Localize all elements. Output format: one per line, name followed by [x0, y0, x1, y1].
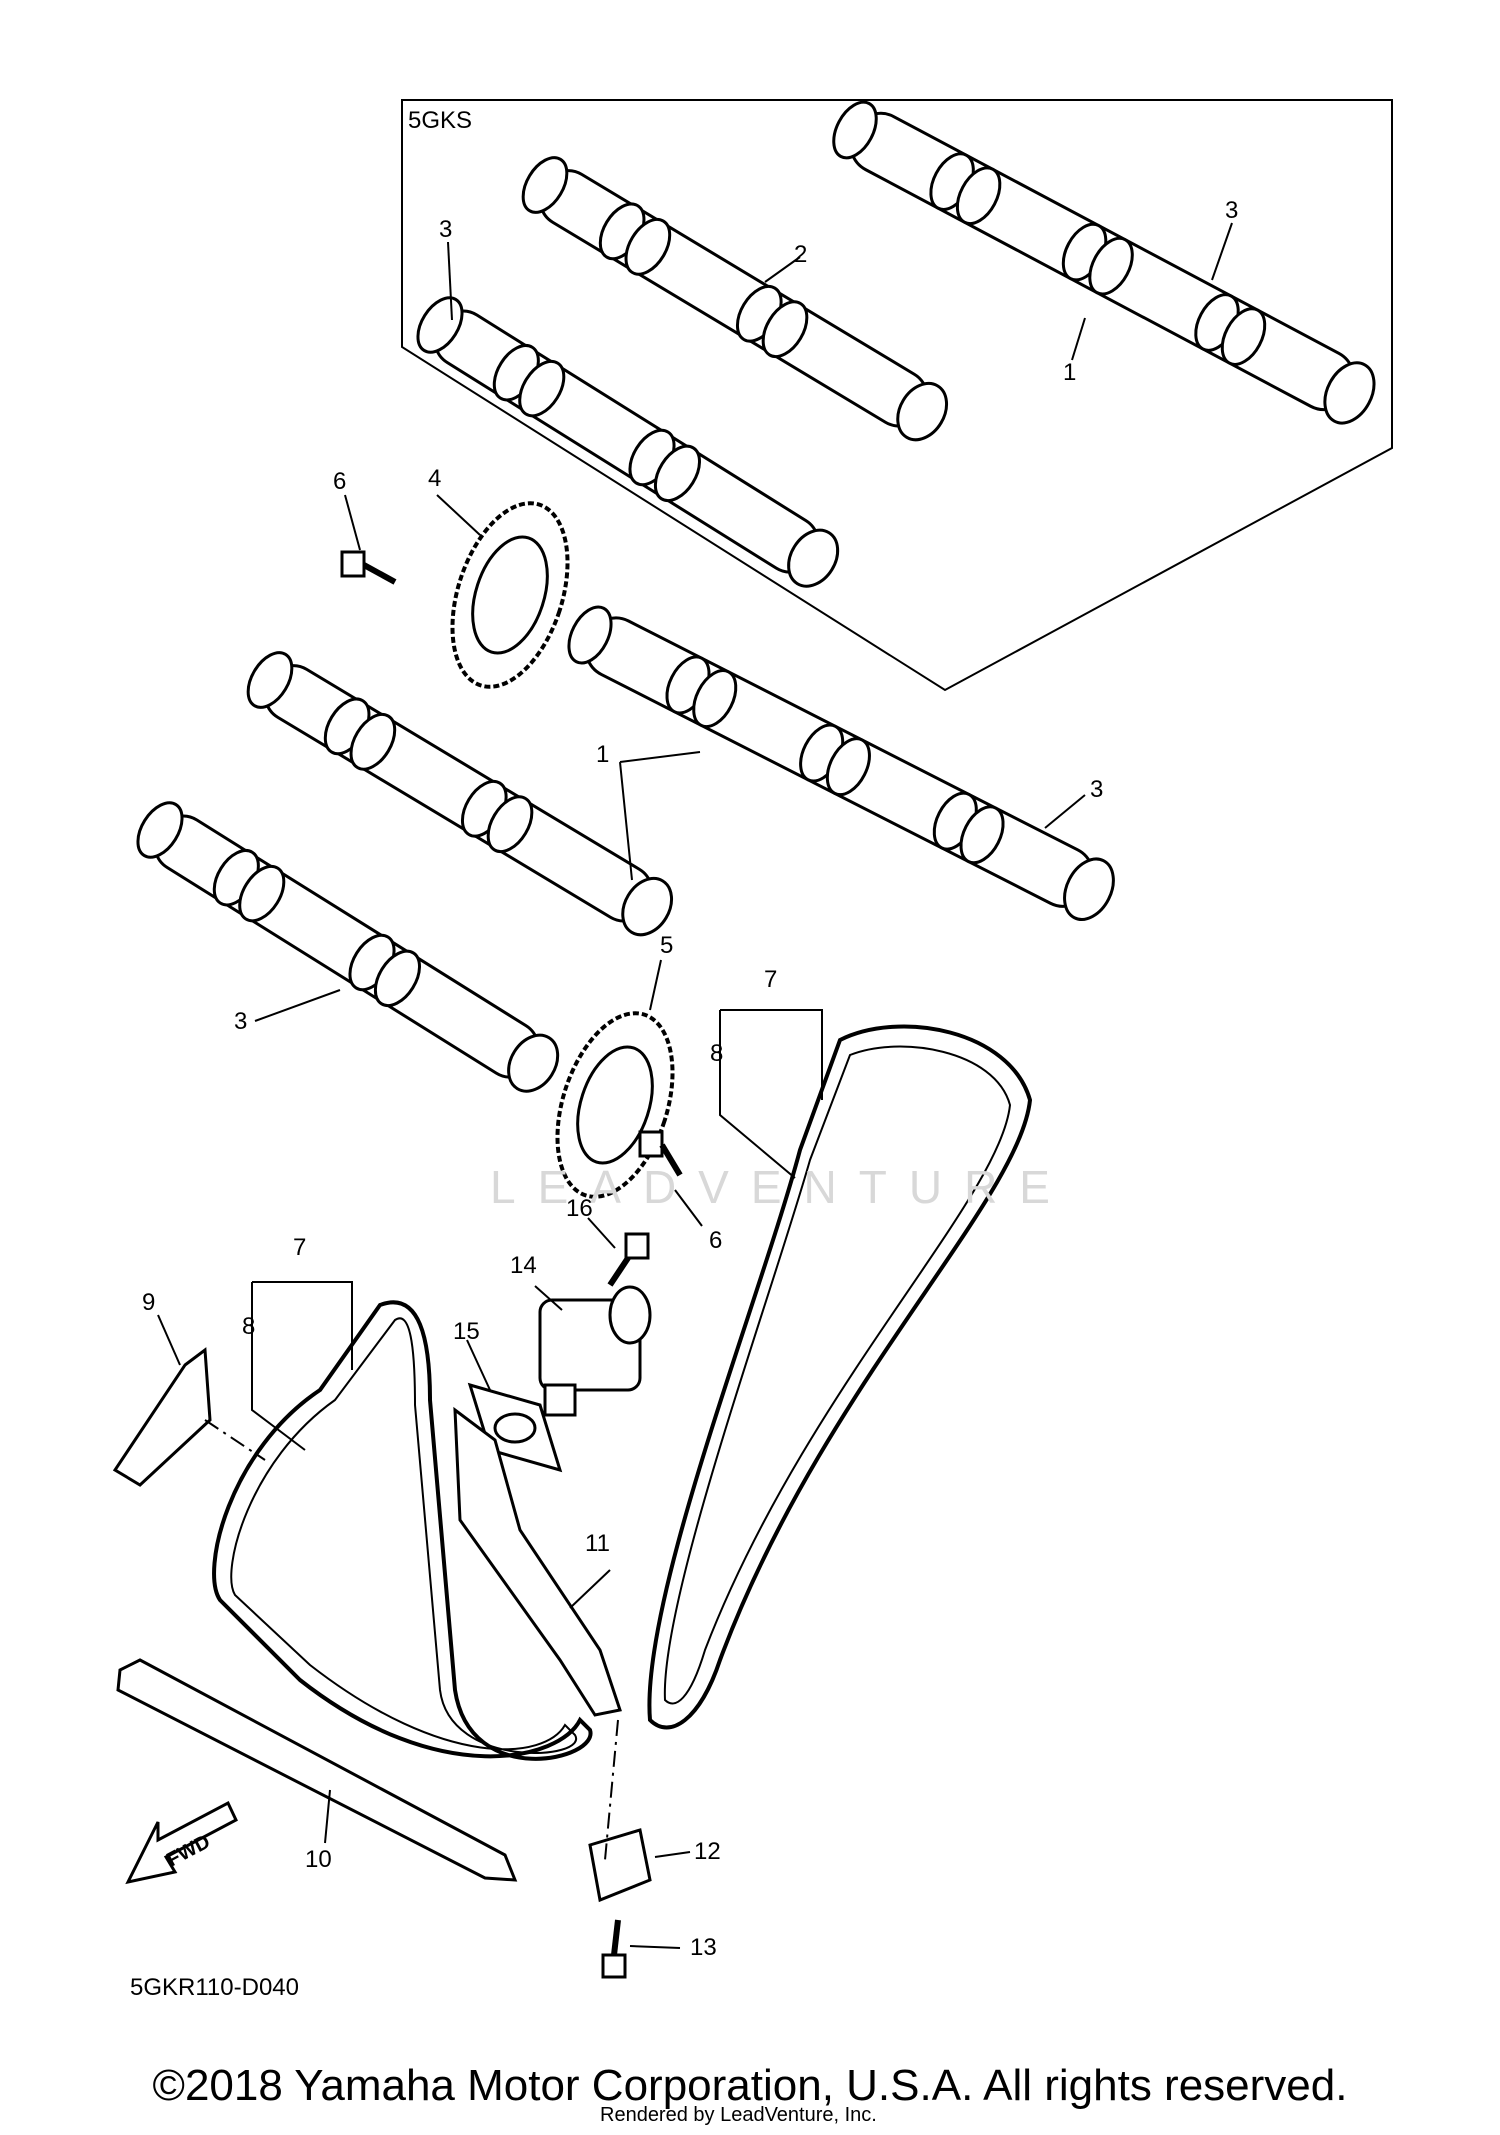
- bolt-6-mid-shape: [638, 1130, 683, 1177]
- callout-cam-3-left: 3: [234, 1008, 248, 1035]
- timing-chain-left-inner: [230, 1317, 578, 1754]
- watermark: LEADVENTURE: [490, 1161, 1072, 1213]
- callout-chain-7-left: 7: [293, 1234, 307, 1261]
- callout-gasket-15: 15: [453, 1318, 480, 1345]
- bolt-6-top-shape: [340, 550, 397, 585]
- kit-camshaft-lower: [407, 288, 840, 588]
- chain-guide-10: [116, 1658, 518, 1882]
- callout-bolt-6-mid: 6: [709, 1227, 723, 1254]
- copyright-notice: ©2018 Yamaha Motor Corporation, U.S.A. A…: [152, 2061, 1348, 2110]
- timing-chain-right-inner: [663, 1045, 1012, 1705]
- callout-tensioner-14: 14: [510, 1252, 537, 1279]
- cam-sprocket-4: [450, 501, 570, 689]
- camshaft-intake: [237, 643, 674, 937]
- forward-direction-arrow-icon: [125, 1800, 238, 1885]
- camshaft-exhaust: [558, 598, 1115, 921]
- callout-link-8-left: 8: [242, 1313, 256, 1340]
- alignment-line-9: [204, 1419, 266, 1461]
- callout-guide-9: 9: [142, 1289, 156, 1316]
- timing-chain-right: [647, 1024, 1033, 1730]
- callout-bolt-16: 16: [566, 1195, 593, 1222]
- kit-outline: [401, 99, 1393, 692]
- kit-camshaft-middle: [512, 148, 949, 442]
- cam-sprocket-5: [555, 1011, 675, 1199]
- chain-guide-11: [453, 1406, 622, 1717]
- bolt-13-shape: [601, 1919, 627, 1979]
- camshaft-lower-left: [127, 793, 560, 1093]
- leader-lines: [157, 222, 1233, 1949]
- chain-stopper-12: [588, 1828, 652, 1903]
- callout-sprocket-4: 4: [428, 465, 442, 492]
- callout-kit-3-right: 3: [1225, 197, 1239, 224]
- callout-guide-10: 10: [305, 1846, 332, 1873]
- callout-kit-3-left: 3: [439, 216, 453, 243]
- chain-guide-9: [112, 1347, 212, 1487]
- kit-label: 5GKS: [408, 107, 473, 134]
- callout-chain-7-right: 7: [764, 966, 778, 993]
- alignment-line-12: [604, 1719, 619, 1861]
- callout-cam-3-right: 3: [1090, 776, 1104, 803]
- callout-bolt-13: 13: [690, 1934, 717, 1961]
- diagram-code: 5GKR110-D040: [130, 1974, 299, 2001]
- callout-kit-2: 2: [794, 241, 808, 268]
- callout-guide-11: 11: [585, 1530, 610, 1557]
- callout-stopper-12: 12: [694, 1838, 721, 1865]
- timing-chain-left: [212, 1300, 593, 1761]
- callout-bolt-6-top: 6: [333, 468, 347, 495]
- callout-link-8-right: 8: [710, 1040, 724, 1067]
- callout-kit-1: 1: [1063, 359, 1077, 386]
- rendered-by-notice: Rendered by LeadVenture, Inc.: [600, 2104, 877, 2126]
- kit-camshaft-top-right: [823, 93, 1376, 425]
- cam-chain-tensioner: [538, 1285, 652, 1417]
- callout-cam-1: 1: [596, 741, 610, 768]
- bolt-16-shape: [607, 1232, 650, 1287]
- callout-sprocket-5: 5: [660, 932, 674, 959]
